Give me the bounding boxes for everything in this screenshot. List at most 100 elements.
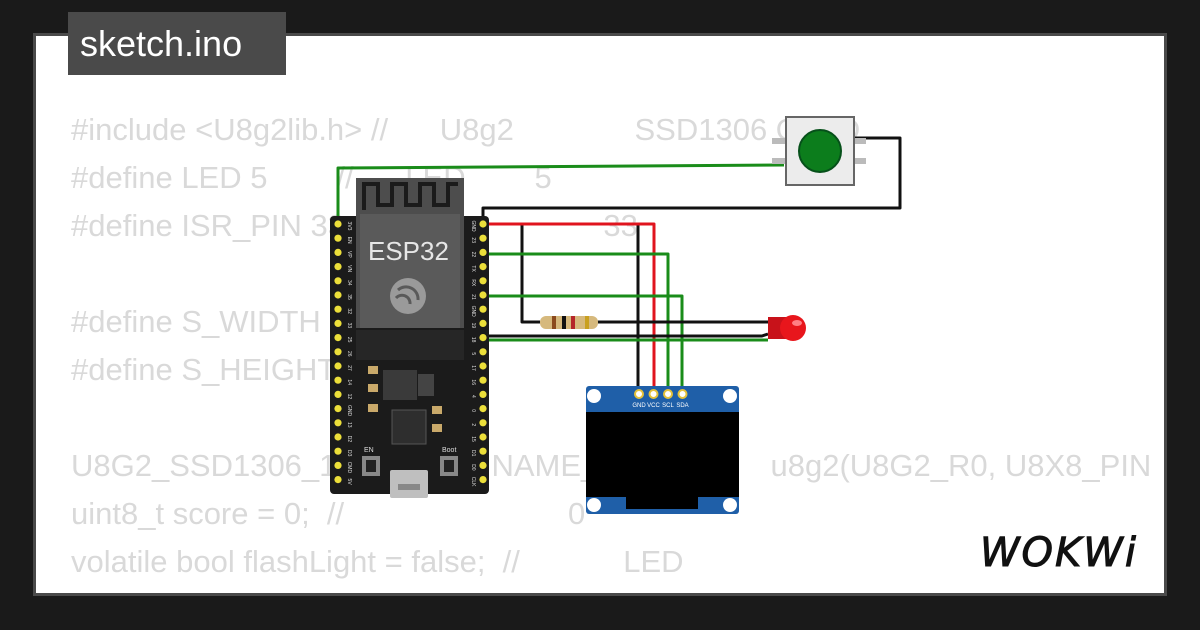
pin-label: 35 bbox=[346, 294, 352, 300]
pin-label: D0 bbox=[470, 464, 476, 471]
code-line: #include <U8g2lib.h> // U8g2 SSD1306 OLE… bbox=[71, 112, 861, 147]
pin bbox=[479, 376, 487, 384]
pin bbox=[479, 405, 487, 413]
pin-label: 15 bbox=[470, 436, 476, 442]
resistor bbox=[540, 316, 598, 329]
pin bbox=[479, 319, 487, 327]
pin bbox=[334, 405, 342, 413]
regulator-chip bbox=[383, 370, 417, 400]
pin-label: 32 bbox=[346, 308, 352, 314]
wire-oled-gnd bbox=[483, 222, 640, 393]
pin bbox=[334, 433, 342, 441]
pin bbox=[479, 263, 487, 271]
pin bbox=[334, 277, 342, 285]
usb-uart-chip bbox=[391, 409, 427, 445]
pin-label: 34 bbox=[346, 280, 352, 286]
wire-oled-scl bbox=[483, 252, 670, 393]
pin bbox=[479, 334, 487, 342]
boot-button-label: Boot bbox=[442, 447, 456, 454]
wire-oled-sda bbox=[483, 294, 684, 393]
pin-label: 0 bbox=[470, 409, 476, 412]
pin bbox=[334, 476, 342, 484]
pin-label: 27 bbox=[346, 365, 352, 371]
code-line: Queue Q // Q bbox=[71, 586, 1151, 593]
code-line: #define ISR_PIN 33 33 bbox=[71, 208, 638, 243]
pin bbox=[334, 461, 342, 469]
pin bbox=[479, 476, 487, 484]
boot-button[interactable] bbox=[440, 456, 458, 476]
pin bbox=[479, 248, 487, 256]
pin bbox=[479, 305, 487, 313]
pin bbox=[479, 220, 487, 228]
en-button[interactable] bbox=[362, 456, 380, 476]
wire-led-green bbox=[481, 338, 768, 352]
pin-label: 26 bbox=[346, 351, 352, 357]
board-label: ESP32 bbox=[368, 236, 449, 266]
pin-label: 23 bbox=[470, 237, 476, 243]
file-tab[interactable]: sketch.ino bbox=[68, 12, 286, 75]
en-button-label: EN bbox=[364, 447, 374, 454]
pin bbox=[479, 362, 487, 370]
pin-label: EN bbox=[346, 237, 352, 244]
pin bbox=[334, 419, 342, 427]
pin bbox=[479, 277, 487, 285]
led bbox=[768, 315, 806, 341]
pin bbox=[334, 334, 342, 342]
pin-label: CMD bbox=[346, 462, 352, 474]
pin-label: TX bbox=[470, 265, 476, 272]
pin bbox=[479, 348, 487, 356]
code-line: #define S_WIDTH bbox=[71, 304, 321, 339]
wire-gnd-black bbox=[483, 222, 540, 324]
usb-port bbox=[390, 470, 428, 498]
pin-label: VN bbox=[346, 265, 352, 272]
pin-label: D2 bbox=[346, 436, 352, 443]
pin bbox=[334, 362, 342, 370]
oled-pin bbox=[677, 389, 688, 399]
pin-label: 5V bbox=[346, 479, 352, 486]
antenna-trace bbox=[362, 182, 458, 210]
code-line: uint8_t score = 0; // 0 bbox=[71, 496, 586, 531]
code-background: #include <U8g2lib.h> // U8g2 SSD1306 OLE… bbox=[71, 106, 1152, 593]
push-button[interactable] bbox=[772, 116, 866, 186]
pin bbox=[334, 390, 342, 398]
code-line: #define LED 5 // LED 5 bbox=[71, 160, 552, 195]
pin bbox=[334, 291, 342, 299]
oled-pin-label: SDA bbox=[676, 403, 688, 409]
pin-label: 3V3 bbox=[346, 222, 352, 231]
pin-label: 21 bbox=[470, 294, 476, 300]
esp32-board[interactable]: ESP32 EN Boot 3V3ENVPVN34353233252627141… bbox=[330, 178, 489, 498]
pin bbox=[334, 447, 342, 455]
pin-label: GND bbox=[470, 220, 476, 232]
pin-label: 22 bbox=[470, 252, 476, 258]
pin-label: 25 bbox=[346, 337, 352, 343]
capacitor bbox=[368, 366, 378, 374]
oled-pin bbox=[634, 389, 644, 399]
button-cap bbox=[798, 129, 842, 173]
code-line: volatile bool flashLight = false; // LED bbox=[71, 544, 684, 579]
pin bbox=[334, 376, 342, 384]
pin-label: 12 bbox=[346, 394, 352, 400]
pin-label: 18 bbox=[470, 337, 476, 343]
oled-pin-label: VCC bbox=[647, 403, 660, 409]
wokwi-logo: WOKWi bbox=[980, 530, 1138, 576]
wire-led-cathode bbox=[481, 332, 769, 352]
file-tab-label: sketch.ino bbox=[80, 23, 243, 64]
left-pin-header: 3V3ENVPVN343532332526271412GND13D2D3CMD5… bbox=[334, 220, 352, 485]
pin bbox=[479, 291, 487, 299]
pin-label: RX bbox=[470, 279, 476, 287]
code-line: #define S_HEIGHT bbox=[71, 352, 337, 387]
small-chip bbox=[418, 374, 434, 396]
pin bbox=[479, 419, 487, 427]
pin-label: VP bbox=[346, 251, 352, 258]
pin-label: GND bbox=[346, 405, 352, 417]
wire-button-green bbox=[336, 163, 785, 225]
pin bbox=[334, 248, 342, 256]
pin-label: CLK bbox=[470, 477, 476, 487]
code-line: U8G2_SSD1306_1 NAME_ u8g2(U8G2_R0, U8X8_… bbox=[71, 448, 1152, 483]
pin bbox=[479, 234, 487, 242]
oled-pin bbox=[663, 389, 673, 399]
oled-pin bbox=[648, 389, 659, 399]
